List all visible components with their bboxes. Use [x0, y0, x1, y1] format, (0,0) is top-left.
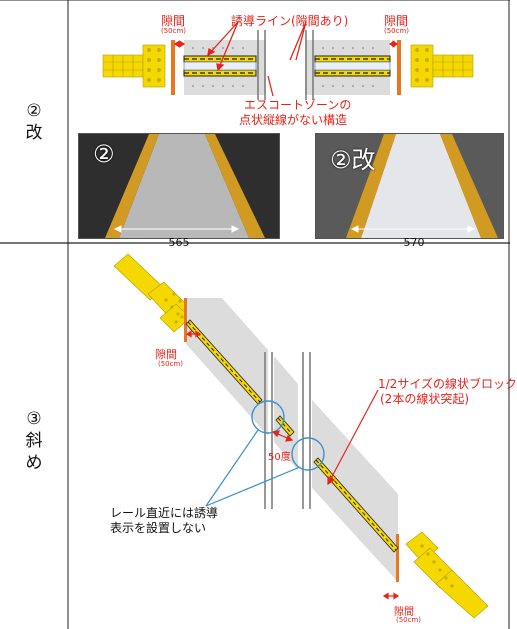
photo-original: ②	[78, 133, 280, 239]
width-label-original: 565	[168, 236, 190, 249]
row-text-2: 改	[25, 123, 43, 143]
row-text-3b: め	[25, 453, 43, 473]
row-number-3: ③	[26, 409, 42, 429]
gap-label-left: 隙間	[161, 14, 186, 28]
row-number-2: ②	[26, 101, 42, 121]
tactile-blocks-left	[102, 44, 166, 88]
row-text-3a: 斜	[25, 431, 43, 451]
escort-note-line2: 点状縦線がない構造	[239, 113, 348, 127]
diagonal-guide-strip	[185, 319, 399, 553]
rail-zone-circle-left	[251, 400, 285, 434]
angle-label: 50度	[268, 452, 291, 463]
block-note-line1: 1/2サイズの線状ブロック	[378, 377, 517, 391]
gap-size-left: (50cm)	[161, 27, 187, 35]
gap-size-bottom: (50cm)	[396, 616, 422, 624]
row-label-3: ③ 斜 め	[0, 408, 68, 474]
diagonal-crossing-diagram	[113, 253, 489, 619]
width-label-modified: 570	[403, 236, 425, 249]
block-note-line2: (2本の線状突起)	[380, 392, 469, 406]
gap-size-top: (50cm)	[158, 360, 184, 368]
rail-note-line1: レール直近には誘導	[110, 506, 219, 520]
gap-size-right: (50cm)	[384, 27, 410, 35]
gap-label-top: 隙間	[155, 348, 177, 361]
photo-modified: ②改	[315, 133, 504, 239]
photo-badge-modified: ②改	[330, 146, 376, 174]
rail-zone-circle-right	[291, 437, 325, 471]
tactile-blocks-top	[113, 253, 191, 333]
photo-badge-original: ②	[93, 140, 115, 168]
dimension-arrows	[113, 225, 476, 233]
escort-note-line1: エスコートゾーンの	[244, 98, 352, 112]
guide-line-label: 誘導ライン(隙間あり)	[231, 14, 349, 28]
gap-label-bottom: 隙間	[394, 607, 414, 618]
gap-label-right: 隙間	[384, 14, 409, 28]
tactile-blocks-bottom	[405, 531, 489, 619]
row-label-2: ② 改	[0, 100, 68, 144]
rail-note-line2: 表示を設置しない	[110, 521, 207, 535]
top-crossing-diagram	[102, 21, 474, 100]
